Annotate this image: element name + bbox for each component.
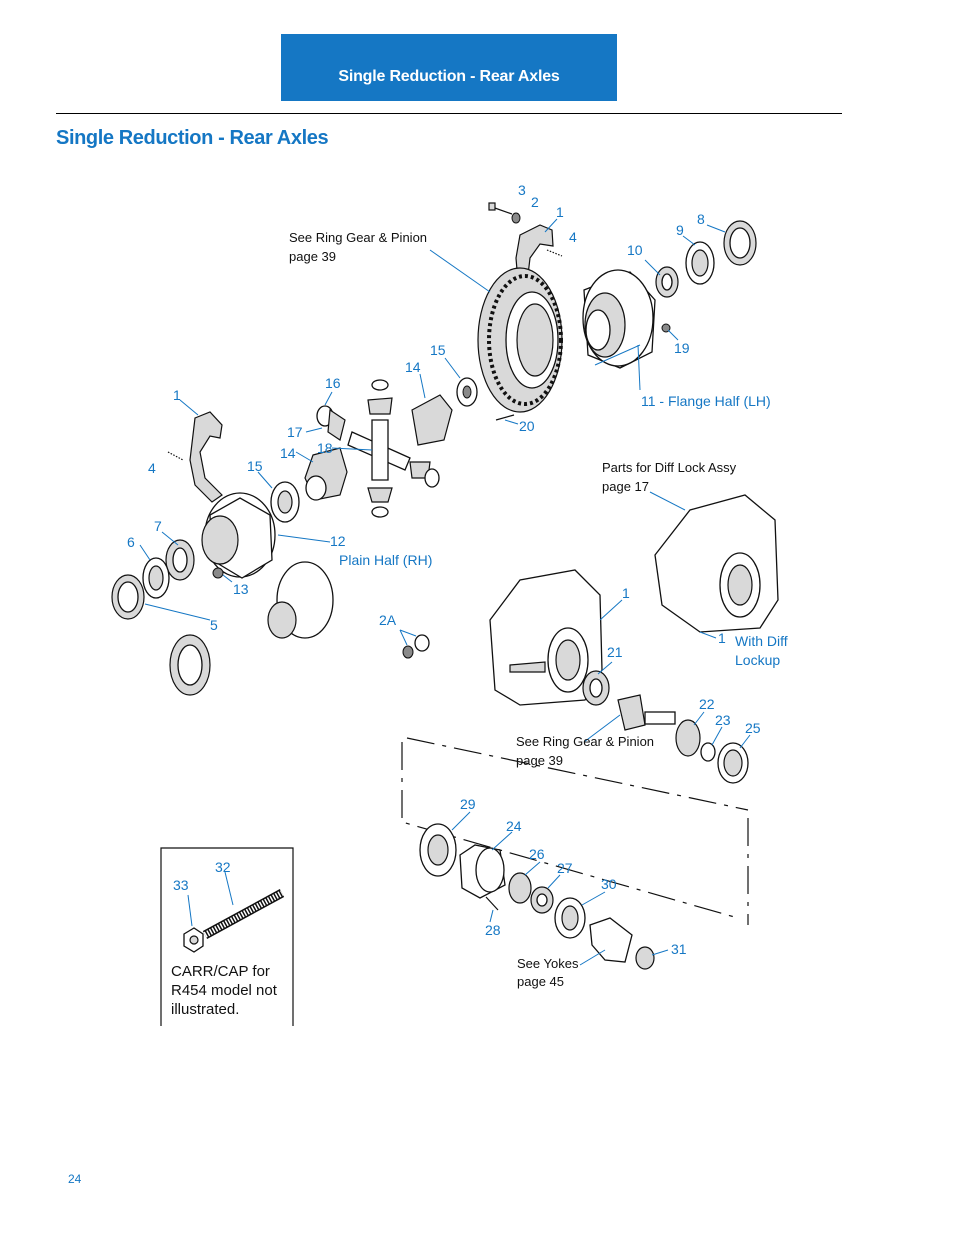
note-ring-gear-top-line2: page 39 (289, 249, 336, 264)
callout-8: 8 (697, 211, 705, 227)
callout-16: 16 (325, 375, 341, 391)
diff-gears (304, 377, 515, 518)
callout-25: 25 (745, 720, 761, 736)
lower-flange-group (419, 823, 655, 970)
callout-14-top: 14 (405, 359, 421, 375)
flange-half-lh (582, 269, 656, 369)
bearing-right-stack (655, 220, 757, 333)
note-ring-gear-bottom-line2: page 39 (516, 753, 563, 768)
callout-1-top: 1 (556, 204, 564, 220)
callout-4-top: 4 (569, 229, 577, 245)
header-banner-title: Single Reduction - Rear Axles (338, 67, 560, 85)
callout-28: 28 (485, 922, 501, 938)
callout-15-left: 15 (247, 458, 263, 474)
callout-4-left: 4 (148, 460, 156, 476)
header-banner: Single Reduction - Rear Axles (281, 34, 617, 101)
note-diff-lock-line2: page 17 (602, 479, 649, 494)
callout-7: 7 (154, 518, 162, 534)
note-ring-gear-bottom-line1: See Ring Gear & Pinion (516, 734, 654, 749)
leader-lines (139, 218, 751, 966)
callout-6: 6 (127, 534, 135, 550)
callout-with-diff-line2: Lockup (735, 652, 780, 668)
callout-11-flange-half-lh: 11 - Flange Half (LH) (641, 393, 771, 409)
header-rule (56, 113, 842, 114)
ring-gear-top (477, 267, 563, 413)
callout-9: 9 (676, 222, 684, 238)
note-yokes-line1: See Yokes (517, 956, 579, 971)
callout-18: 18 (317, 440, 333, 456)
callout-24: 24 (506, 818, 522, 834)
callout-27: 27 (557, 860, 573, 876)
callout-13: 13 (233, 581, 249, 597)
callout-3: 3 (518, 182, 526, 198)
note-yokes-line2: page 45 (517, 974, 564, 989)
note-diff-lock-line1: Parts for Diff Lock Assy (602, 460, 737, 475)
callout-1-carrier: 1 (622, 585, 630, 601)
inset-box (160, 847, 294, 1026)
callout-32: 32 (215, 859, 231, 875)
note-carr-cap-line2: R454 model not (171, 982, 278, 999)
callout-22: 22 (699, 696, 715, 712)
callout-1-left: 1 (173, 387, 181, 403)
callout-20: 20 (519, 418, 535, 434)
callout-12: 12 (330, 533, 346, 549)
page-title: Single Reduction - Rear Axles (56, 127, 329, 149)
callout-plain-half-rh: Plain Half (RH) (339, 552, 432, 568)
callout-1-diff-lock: 1 (718, 630, 726, 646)
callout-14-left: 14 (280, 445, 296, 461)
note-carr-cap-line1: CARR/CAP for (171, 963, 270, 980)
pinion-stack (582, 670, 749, 784)
callout-10: 10 (627, 242, 643, 258)
callout-with-diff-line1: With Diff (735, 633, 788, 649)
callout-31: 31 (671, 941, 687, 957)
callout-33: 33 (173, 877, 189, 893)
callout-30: 30 (601, 876, 617, 892)
carrier-housing (489, 569, 603, 706)
callout-17: 17 (287, 424, 303, 440)
callout-2: 2 (531, 194, 539, 210)
callout-23: 23 (715, 712, 731, 728)
callout-5: 5 (210, 617, 218, 633)
plain-half-rh (169, 561, 430, 696)
bearing-cap-left (167, 411, 300, 523)
callout-15-top: 15 (430, 342, 446, 358)
callout-26: 26 (529, 846, 545, 862)
callout-2a: 2A (379, 612, 397, 628)
note-ring-gear-top-line1: See Ring Gear & Pinion (289, 230, 427, 245)
note-carr-cap-line3: illustrated. (171, 1001, 239, 1018)
page-number: 24 (68, 1172, 82, 1186)
callout-19: 19 (674, 340, 690, 356)
callout-29: 29 (460, 796, 476, 812)
callout-21: 21 (607, 644, 623, 660)
plain-half-housing (111, 492, 276, 620)
carrier-housing-diff-lock (654, 494, 779, 633)
